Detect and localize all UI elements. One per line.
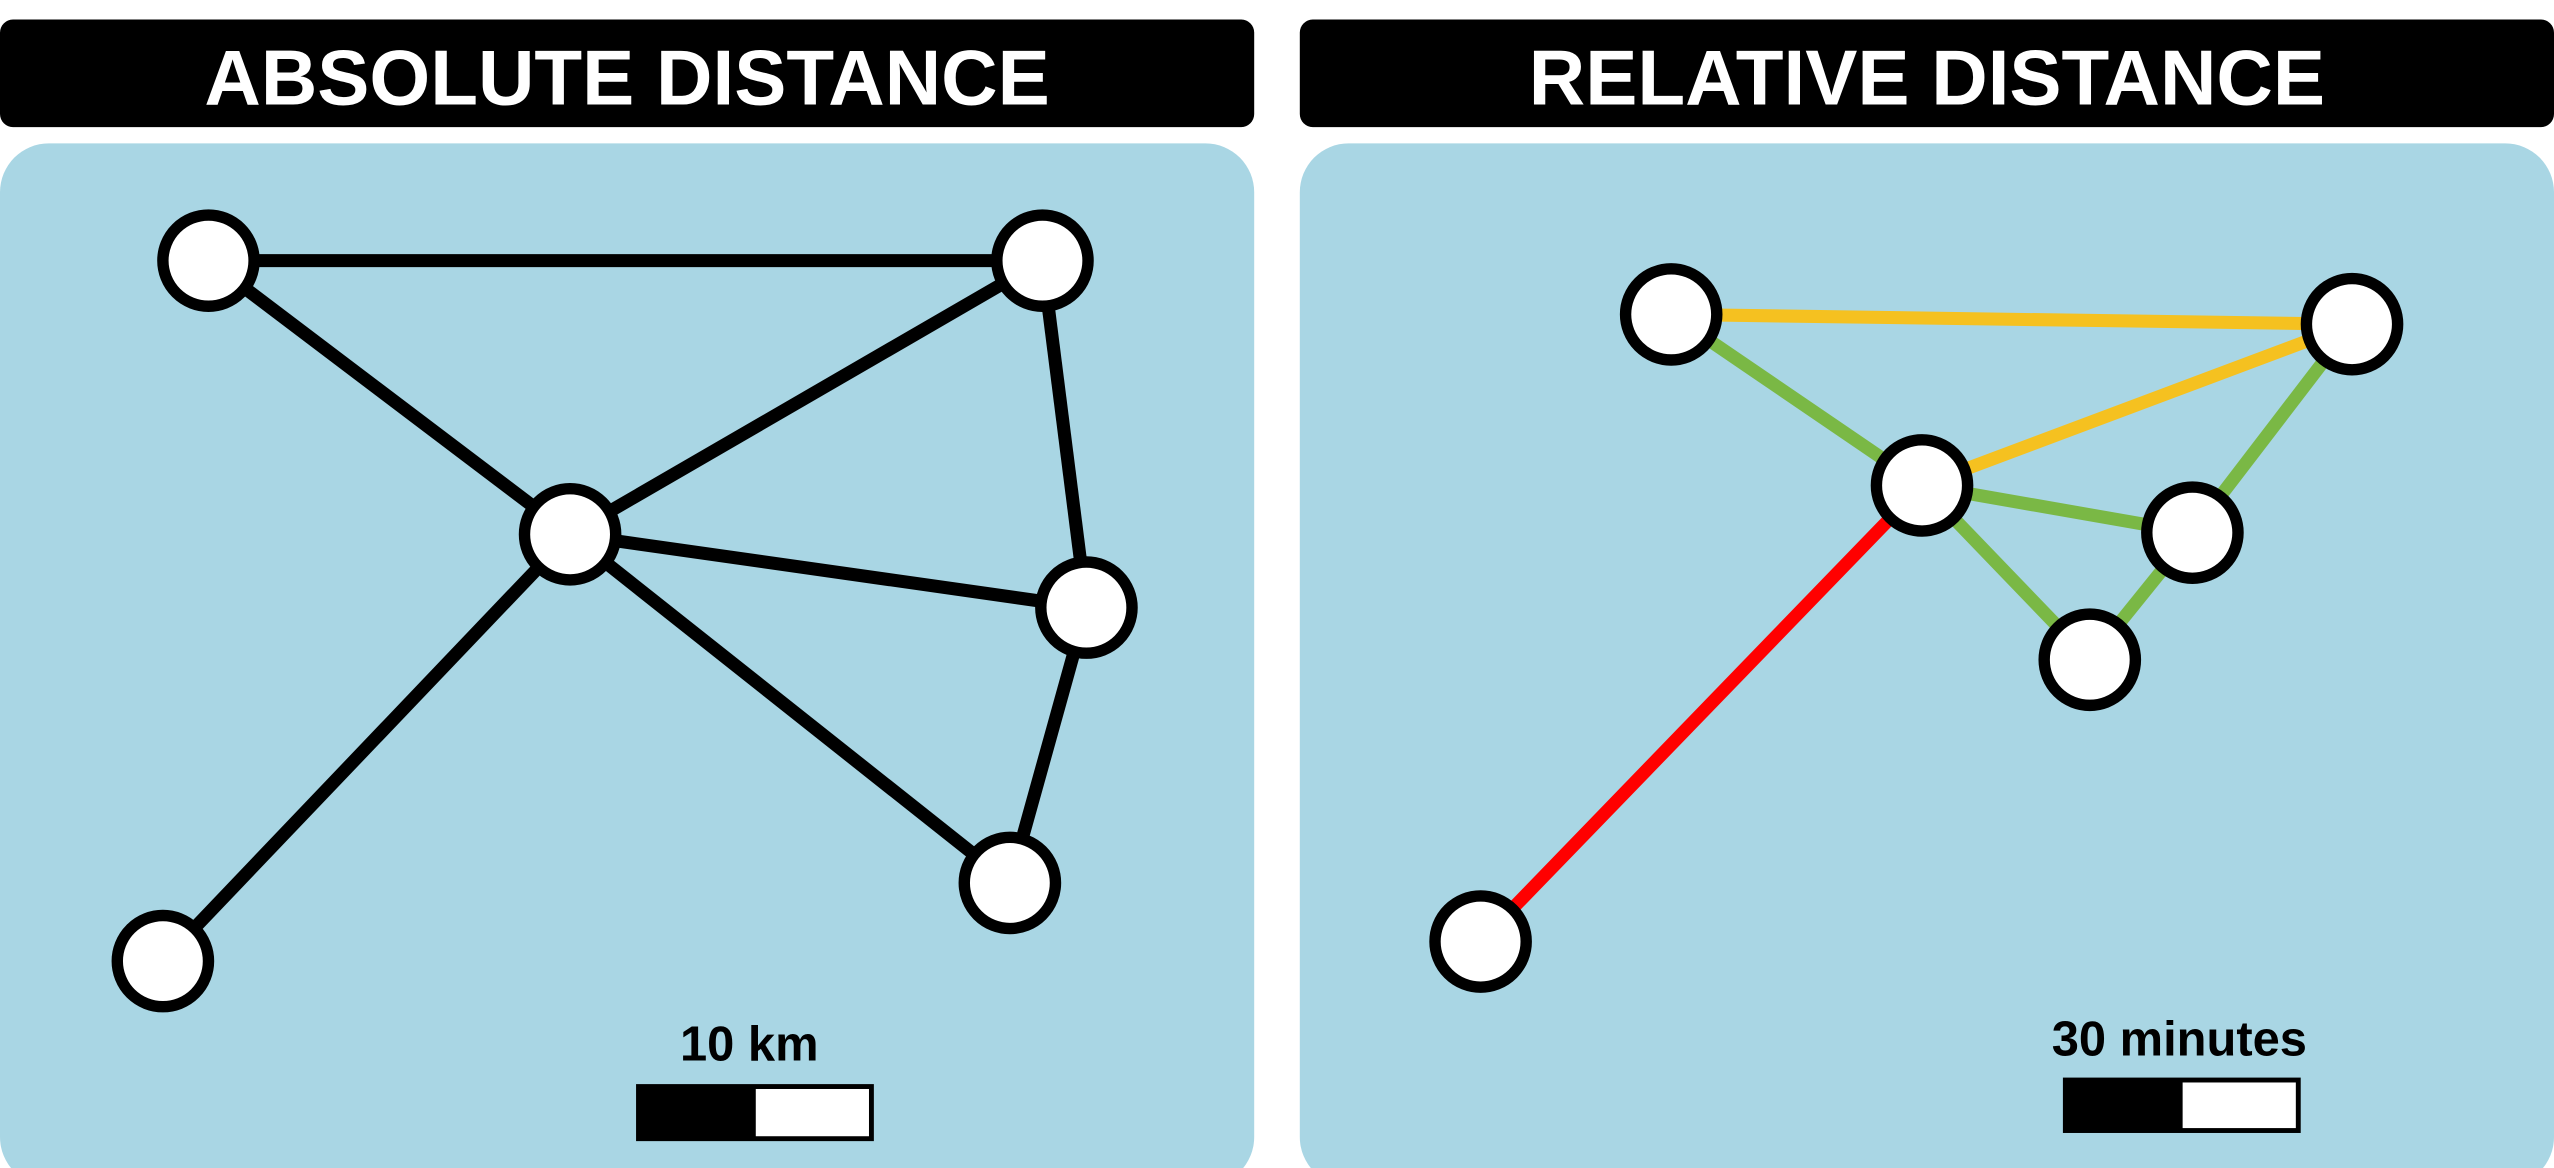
node-L xyxy=(1429,890,1532,993)
edge-I-H xyxy=(1919,318,2355,492)
node-D xyxy=(1035,556,1138,659)
relative-scale-label: 30 minutes xyxy=(2052,1013,2307,1067)
absolute-nodes xyxy=(111,209,1138,1013)
edge-B-D xyxy=(1035,259,1093,609)
edge-A-C xyxy=(204,255,575,540)
relative-header xyxy=(1299,19,2554,128)
node-J xyxy=(2141,481,2244,585)
edge-C-F xyxy=(158,529,575,966)
node-A xyxy=(157,209,260,312)
node-B xyxy=(991,209,1094,312)
absolute-distance-panel: ABSOLUTE DISTANCE 10 km xyxy=(0,19,1255,1168)
node-C xyxy=(518,483,622,586)
node-F xyxy=(111,909,215,1013)
node-G xyxy=(1619,263,1723,366)
absolute-scale-bar xyxy=(636,1084,874,1142)
relative-map-area xyxy=(1299,143,2554,1168)
node-H xyxy=(2300,272,2404,376)
relative-scale-bar xyxy=(2062,1077,2301,1133)
absolute-scale-label: 10 km xyxy=(680,1017,819,1071)
absolute-map-area xyxy=(0,143,1255,1168)
relative-title: RELATIVE DISTANCE xyxy=(1529,33,2325,121)
relative-nodes xyxy=(1429,263,2404,993)
edge-C-E xyxy=(566,529,1014,889)
node-I xyxy=(1870,434,1974,537)
edge-G-H xyxy=(1671,307,2353,331)
edge-B-C xyxy=(566,255,1046,540)
absolute-header xyxy=(0,19,1255,128)
relative-distance-panel: RELATIVE DISTANCE 30 minutes xyxy=(1299,19,2554,1168)
node-E xyxy=(958,831,1062,935)
edge-C-D xyxy=(569,527,1088,615)
absolute-title: ABSOLUTE DISTANCE xyxy=(204,33,1049,121)
edge-I-L xyxy=(1475,480,1927,947)
node-K xyxy=(2038,608,2142,712)
